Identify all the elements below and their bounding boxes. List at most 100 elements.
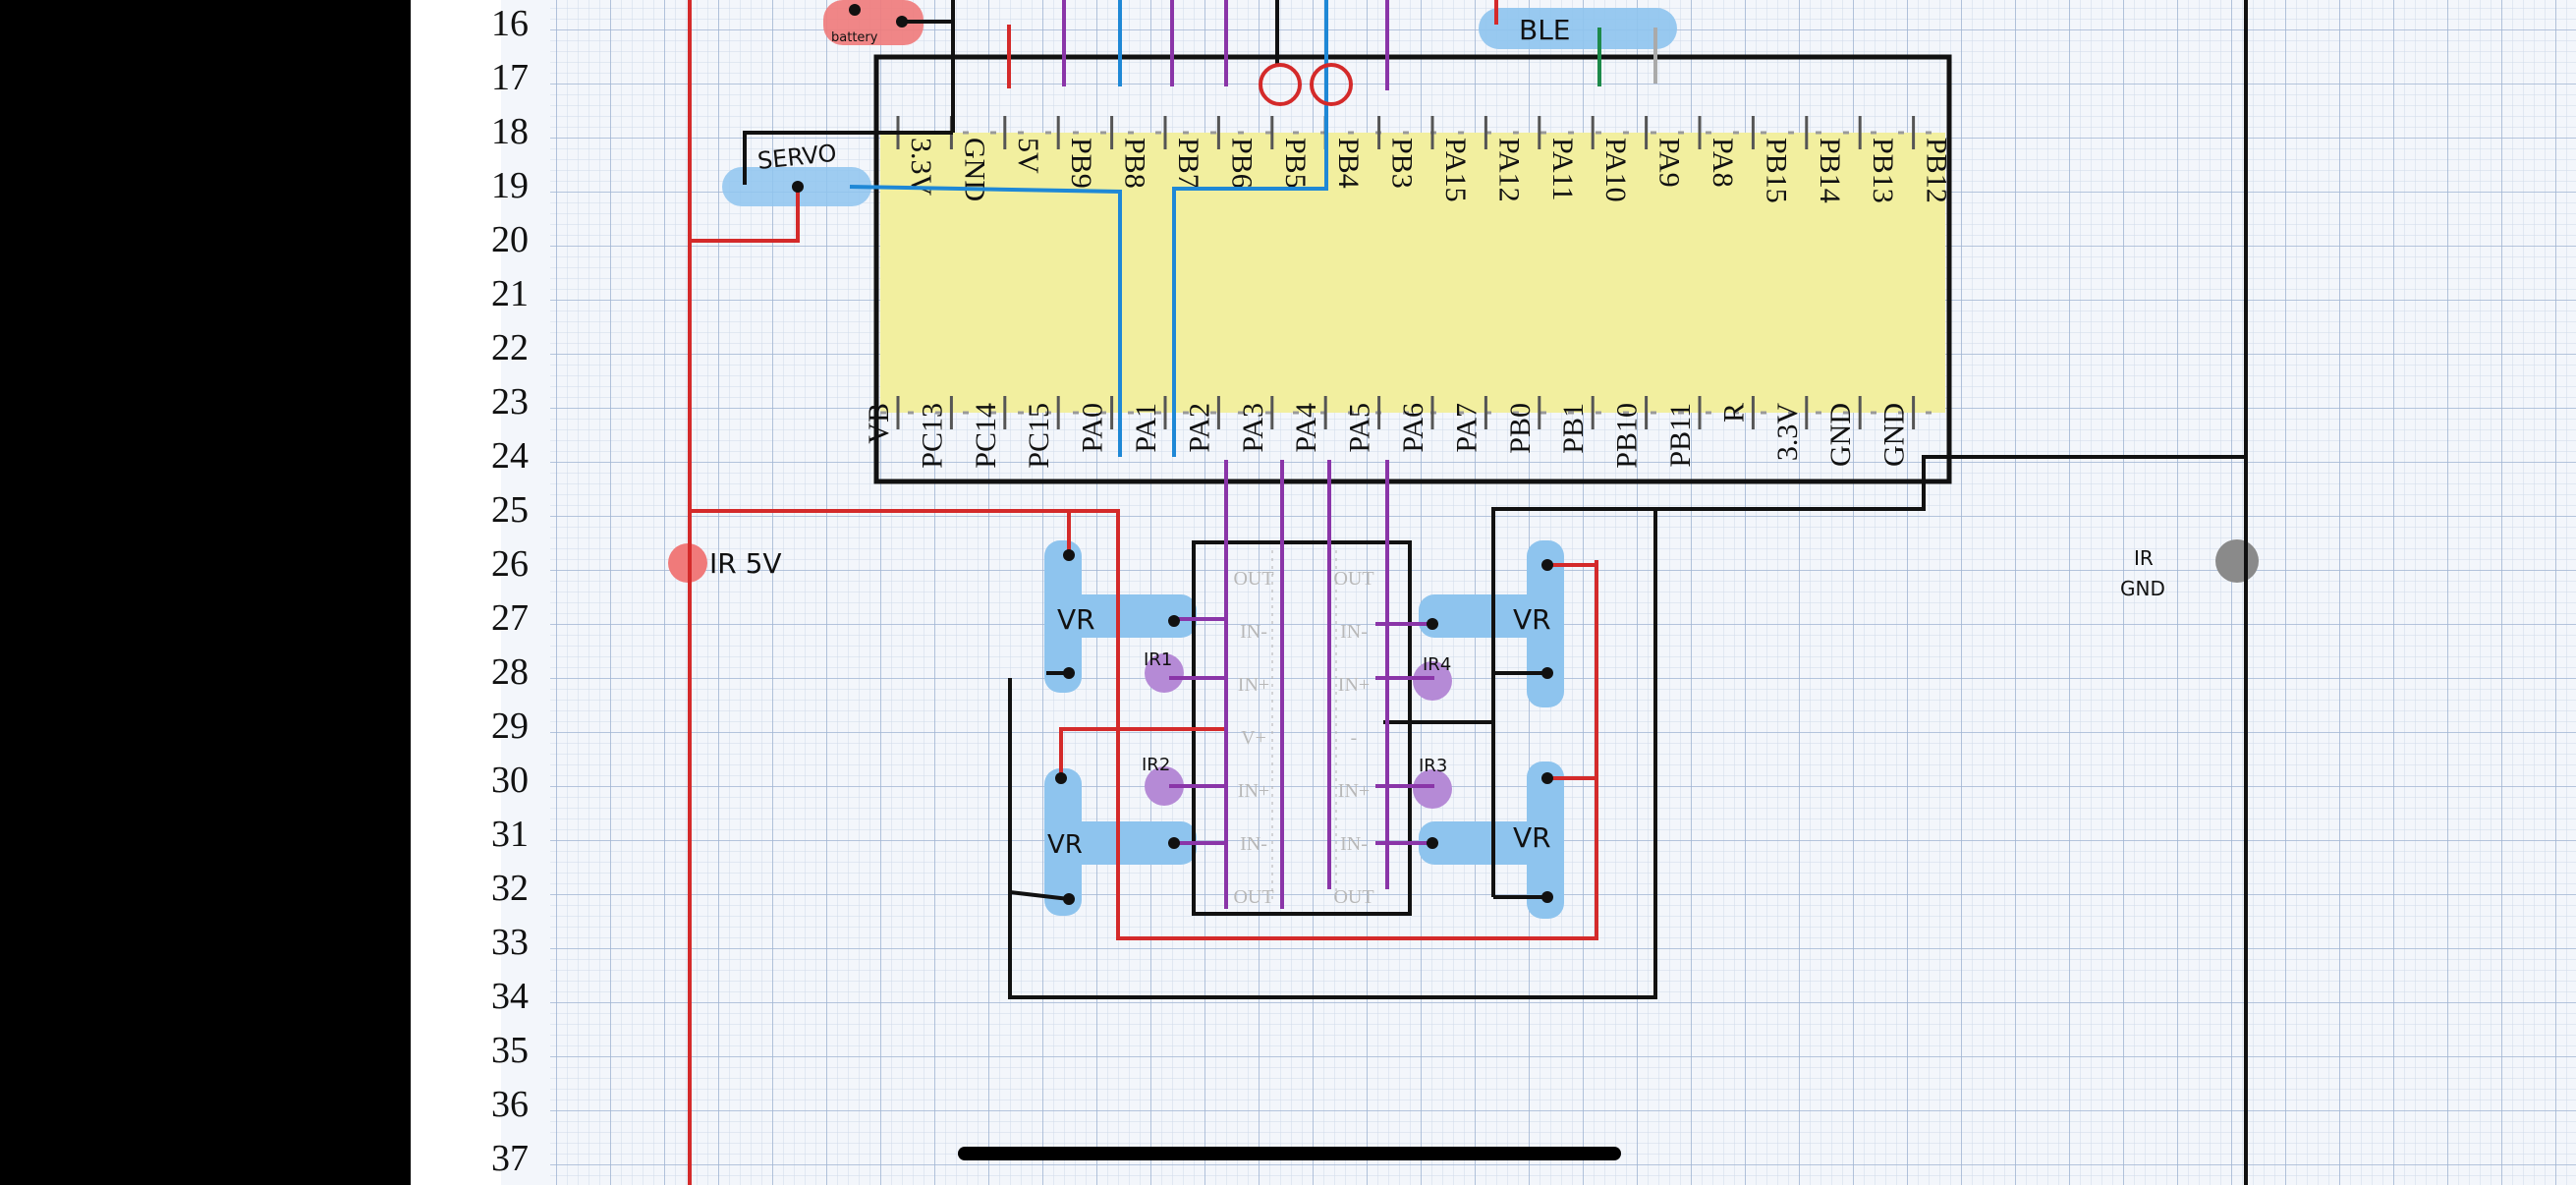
comparator-pin-label: OUT xyxy=(1233,886,1273,908)
comparator-pin-label: IN+ xyxy=(1238,674,1269,696)
comparator-pin-label: - xyxy=(1351,727,1358,749)
comparator-pin-label: V+ xyxy=(1241,727,1266,749)
row-number: 26 xyxy=(491,543,529,585)
mcu-top-pin-label: PB5 xyxy=(1279,138,1312,189)
mcu-bottom-pin-label: PB11 xyxy=(1664,403,1697,468)
row-number: 30 xyxy=(491,760,529,801)
row-number: 21 xyxy=(491,273,529,314)
comparator-pin-label: OUT xyxy=(1333,568,1373,590)
ir4-label: IR4 xyxy=(1423,654,1451,675)
mcu-bottom-pin-label: PA3 xyxy=(1237,403,1269,453)
ir-5v-label: IR 5V xyxy=(709,547,782,580)
ir2-label: IR2 xyxy=(1142,755,1170,775)
mcu-bottom-pin-label: VB xyxy=(863,403,895,444)
mcu-top-pin-label: 5V xyxy=(1012,138,1044,174)
ir-gnd-label-1: IR xyxy=(2134,546,2154,570)
comparator-pin-label: IN- xyxy=(1340,621,1368,643)
mcu-outline xyxy=(873,54,1952,484)
mcu-bottom-pin-label: PA6 xyxy=(1397,403,1429,453)
ir1-dot xyxy=(1145,653,1184,693)
wires-misc xyxy=(1597,28,1657,86)
battery-highlight xyxy=(823,0,924,45)
mcu-top-pin-label: PB4 xyxy=(1332,138,1365,189)
battery-label: battery xyxy=(831,30,878,45)
comparator-ic: OUT IN- IN+ V+ IN+ IN- OUT OUT IN- IN+ - IN+ IN- OUT xyxy=(1192,540,1412,916)
mcu-bottom-pin-label: PB1 xyxy=(1557,403,1590,454)
row-number: 16 xyxy=(491,3,529,44)
row-number: 17 xyxy=(491,57,529,98)
row-number: 19 xyxy=(491,165,529,206)
mcu-top-pin-label: PA12 xyxy=(1492,138,1525,202)
row-number: 33 xyxy=(491,922,529,963)
mcu-top-pin-label: PA10 xyxy=(1599,138,1632,202)
mcu-body xyxy=(880,133,1945,413)
home-indicator[interactable] xyxy=(958,1147,1621,1160)
mcu-top-pin-label: PB14 xyxy=(1814,138,1846,203)
row-number: 23 xyxy=(491,381,529,423)
mcu-bottom-pin-label: PA4 xyxy=(1290,403,1322,453)
row-number: 37 xyxy=(491,1138,529,1179)
ir4-dot xyxy=(1413,661,1452,701)
wires-black xyxy=(743,0,2248,1185)
vr2-gnd xyxy=(1009,890,1070,901)
mcu-top-pin-label: PB9 xyxy=(1065,138,1097,189)
ble-highlight xyxy=(1479,8,1677,49)
gnd-to-rail xyxy=(1922,455,2246,481)
mcu-bottom-pin-label: R xyxy=(1717,403,1750,423)
mcu-top-pin-label: PB6 xyxy=(1225,138,1258,189)
mcu-top-pin-label: PA9 xyxy=(1653,138,1686,188)
mcu-top-pin-label: GND xyxy=(958,138,990,201)
ir-5v-feed xyxy=(690,509,1598,940)
comparator-pin-label: IN- xyxy=(1340,833,1368,855)
comparator-pin-label: OUT xyxy=(1333,886,1373,908)
mcu-top-pin-label: PB3 xyxy=(1386,138,1419,189)
comparator-left-pins: OUT IN- IN+ V+ IN+ IN- OUT xyxy=(1233,568,1273,908)
comparator-pin-label: IN+ xyxy=(1338,674,1370,696)
highlights xyxy=(668,0,2259,919)
mcu-top-pin-label: PA11 xyxy=(1546,138,1579,200)
vcc-to-comparator xyxy=(1059,727,1226,778)
ir2-dot xyxy=(1145,766,1184,806)
handwritten-labels: SERVO battery BLE IR 5V IR GND VR VR VR … xyxy=(709,14,2165,860)
mcu-top-pin-label: PB7 xyxy=(1172,138,1204,189)
vr3-label: VR xyxy=(1513,821,1551,854)
wires-red xyxy=(688,0,1598,1185)
vr4-label: VR xyxy=(1513,603,1551,636)
row-number: 20 xyxy=(491,219,529,260)
row-number: 35 xyxy=(491,1030,529,1071)
ble-label: BLE xyxy=(1519,14,1571,46)
comparator-pin-stubs xyxy=(1169,617,1434,845)
ir-gnd-label-2: GND xyxy=(2120,577,2165,600)
row-number: 36 xyxy=(491,1084,529,1125)
mcu-top-pin-label: PB15 xyxy=(1760,138,1792,203)
mcu-bottom-pin-label: PA7 xyxy=(1450,403,1483,453)
mcu-bottom-pin-label: PB10 xyxy=(1611,403,1644,469)
left-bezel xyxy=(0,0,411,1185)
wires-purple xyxy=(1062,0,1434,909)
comparator-pin-label: OUT xyxy=(1233,568,1273,590)
junction-dots xyxy=(792,4,1553,905)
servo-5v-wire xyxy=(690,185,800,243)
row-number-strip xyxy=(411,0,501,1185)
ble-tx-wire xyxy=(1172,0,1328,457)
row-number: 31 xyxy=(491,814,529,855)
row-number: 27 xyxy=(491,597,529,639)
mcu-bottom-pin-label: PC14 xyxy=(970,403,1002,469)
comparator-pin-label: IN- xyxy=(1240,621,1267,643)
comparator-pin-label: IN- xyxy=(1240,833,1267,855)
mcu-bottom-pin-label: PC15 xyxy=(1023,403,1055,469)
gnd-to-ir-block xyxy=(1491,481,1926,897)
comparator-right-pins: OUT IN- IN+ - IN+ IN- OUT xyxy=(1333,568,1373,908)
vr1-bar xyxy=(1044,594,1197,638)
mcu-bottom-pin-label: PB0 xyxy=(1504,403,1537,454)
mcu-bottom-pin-label: GND xyxy=(1878,403,1911,467)
comparator-pin-label: IN+ xyxy=(1238,780,1269,802)
ir-gnd-dot xyxy=(2215,539,2259,583)
pb5-marker-circle xyxy=(1259,63,1302,106)
mcu-bottom-pin-label: PA0 xyxy=(1077,403,1109,453)
comparator-pin-label: IN+ xyxy=(1338,780,1370,802)
mcu-top-pin-label: PB12 xyxy=(1921,138,1953,203)
vr2-bar xyxy=(1044,821,1197,865)
